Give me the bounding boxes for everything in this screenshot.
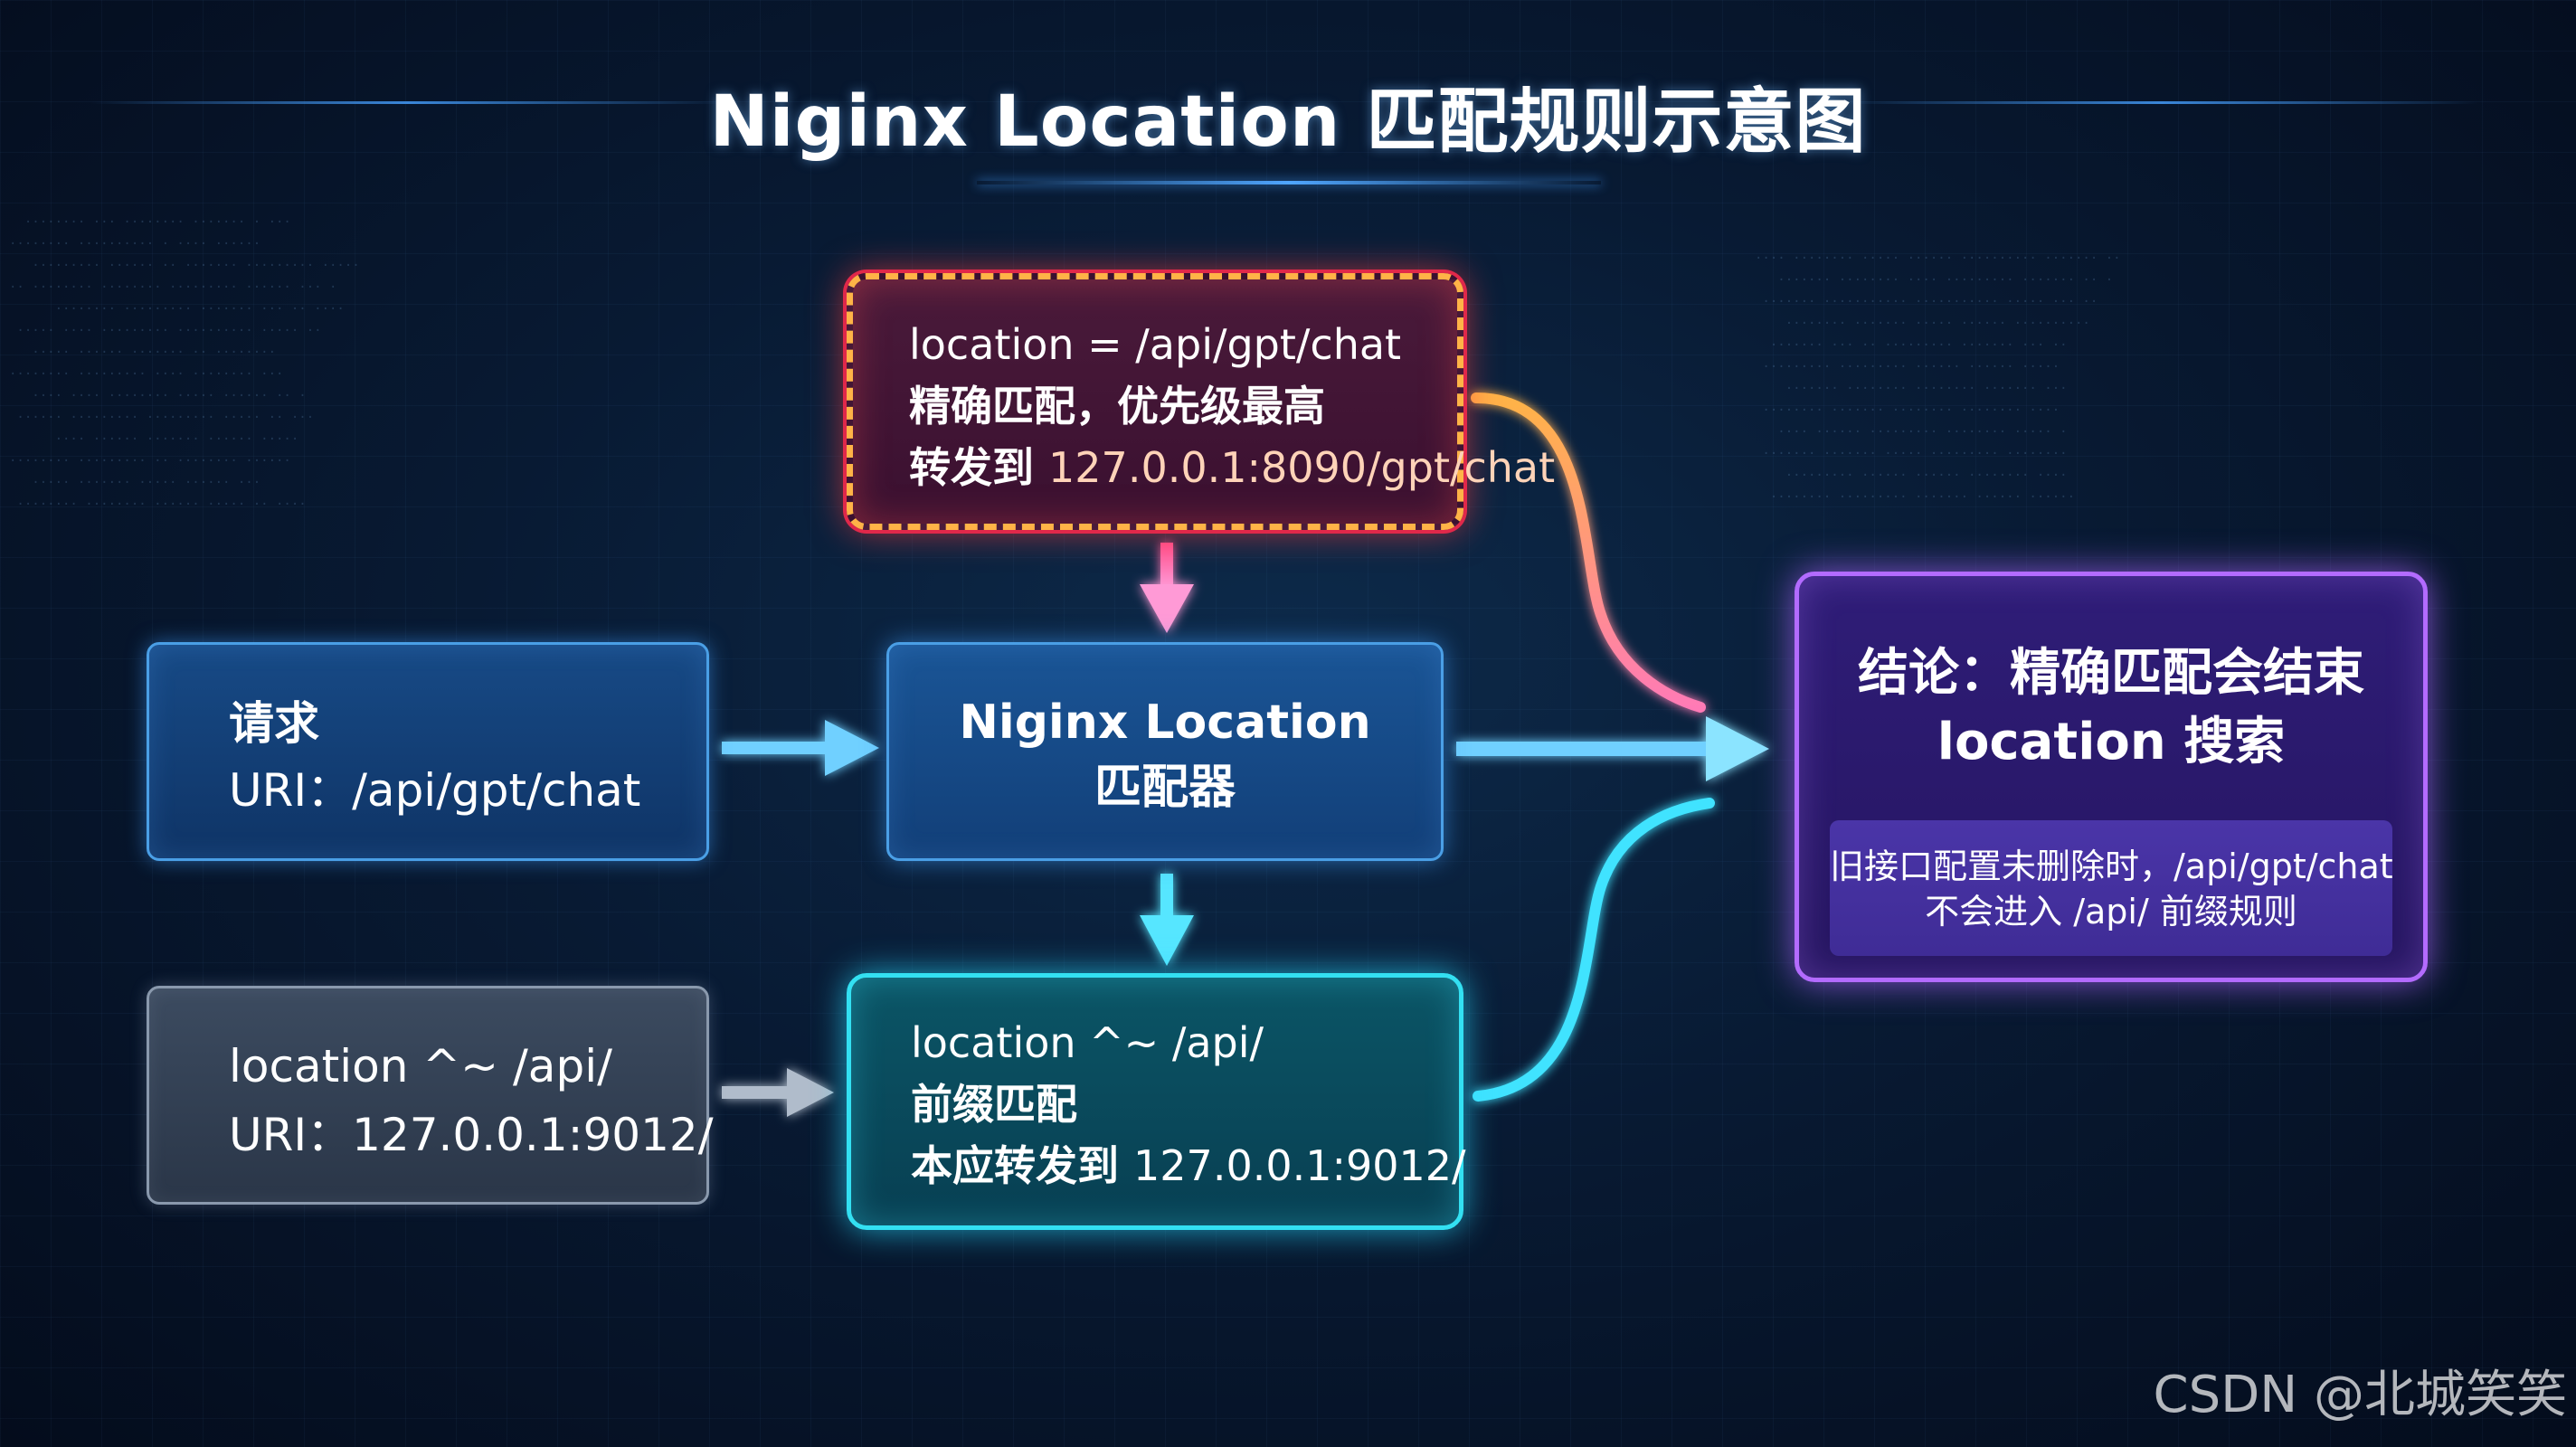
location-matcher-box: Niginx Location 匹配器 <box>886 642 1444 861</box>
arrow-request-to-matcher <box>722 720 879 776</box>
conclusion-note-line2: 不会进入 /api/ 前缀规则 <box>1925 892 2297 932</box>
prefix-forward-prefix: 本应转发到 <box>911 1141 1134 1190</box>
prefix-forward-target: 127.0.0.1:9012/ <box>1133 1141 1466 1190</box>
prefix-location-rule: location ^~ /api/ <box>911 1018 1264 1067</box>
title-deco-left <box>90 101 724 104</box>
conclusion-box: 结论：精确匹配会结束 location 搜索 旧接口配置未删除时，/api/gp… <box>1795 572 2428 982</box>
csdn-watermark: CSDN @北城笑笑 <box>2153 1366 2567 1424</box>
request-box: 请求 URI：/api/gpt/chat <box>147 642 709 861</box>
background-code-left: ........ ... ........ ....... . ... ....… <box>9 212 360 508</box>
prefix-forward: 本应转发到 127.0.0.1:9012/ <box>911 1135 1466 1196</box>
exact-forward-prefix: 转发到 <box>909 443 1049 492</box>
conclusion-note-line1: 旧接口配置未删除时，/api/gpt/chat <box>1830 846 2393 886</box>
prefix-source-location: location ^~ /api/ <box>229 1040 612 1092</box>
curve-prefix-to-conclusion <box>1473 798 1715 1102</box>
curve-exact-to-conclusion <box>1471 392 1706 713</box>
request-uri: URI：/api/gpt/chat <box>229 764 641 817</box>
arrow-matcher-to-conclusion <box>1456 716 1769 781</box>
exact-forward-target: 127.0.0.1:8090/gpt/chat <box>1048 443 1556 492</box>
matcher-title: Niginx Location <box>959 695 1371 750</box>
exact-location-rule: location = /api/gpt/chat <box>909 320 1402 369</box>
title-underline <box>977 181 1601 184</box>
exact-match-desc: 精确匹配，优先级最高 <box>909 382 1325 430</box>
title-deco-right <box>1845 101 2478 104</box>
background-code-right: .... ........ ..... ...... .......... ..… <box>1755 248 2121 501</box>
prefix-match-box: location ^~ /api/ 前缀匹配 本应转发到 127.0.0.1:9… <box>847 973 1466 1230</box>
conclusion-note: 旧接口配置未删除时，/api/gpt/chat 不会进入 /api/ 前缀规则 <box>1830 820 2393 956</box>
arrow-exact-to-matcher <box>1140 543 1194 633</box>
arrow-matcher-to-prefix <box>1140 874 1194 966</box>
prefix-match-desc: 前缀匹配 <box>911 1080 1077 1129</box>
conclusion-line1: 结论：精确匹配会结束 <box>1858 644 2364 703</box>
exact-forward: 转发到 127.0.0.1:8090/gpt/chat <box>909 437 1555 498</box>
matcher-subtitle: 匹配器 <box>1094 761 1236 815</box>
exact-match-box: location = /api/gpt/chat 精确匹配，优先级最高 转发到 … <box>847 273 1555 530</box>
arrow-prefix-source-to-prefix <box>722 1068 834 1117</box>
prefix-source-box: location ^~ /api/ URI：127.0.0.1:9012/ <box>147 986 714 1205</box>
request-label: 请求 <box>229 697 319 750</box>
prefix-source-uri: URI：127.0.0.1:9012/ <box>229 1109 714 1161</box>
conclusion-line2: location 搜索 <box>1937 713 2286 771</box>
diagram-title: Niginx Location 匹配规则示意图 <box>709 81 1867 163</box>
conclusion-heading: 结论：精确匹配会结束 location 搜索 <box>1799 576 2423 777</box>
